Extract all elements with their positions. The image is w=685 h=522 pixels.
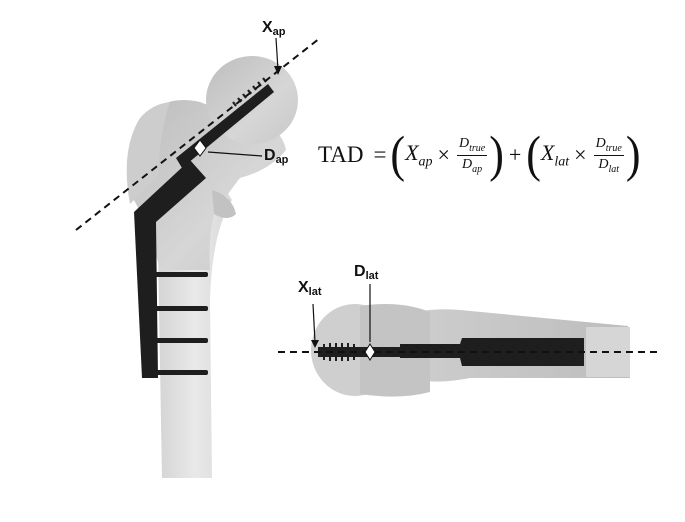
- x-lat-label: Xlat: [298, 279, 322, 298]
- tad-formula: TAD = ( Xap × Dtrue Dap ) + ( Xlat × Dtr…: [318, 120, 678, 190]
- fraction-1-bar: [456, 154, 488, 156]
- formula-close-paren: ): [489, 126, 504, 183]
- formula-lhs: TAD: [318, 142, 364, 167]
- formula-term2-var: Xlat: [540, 139, 570, 170]
- fraction-2-bar: [593, 154, 624, 156]
- formula-times-2: ×: [574, 142, 587, 167]
- d-lat-label: Dlat: [354, 263, 379, 282]
- femur-lateral-view: Xlat Dlat: [278, 263, 662, 397]
- d-ap-marker: [193, 139, 263, 157]
- x-ap-label: Xap: [262, 19, 286, 38]
- cortical-screw: [146, 306, 208, 311]
- lesser-trochanter: [212, 190, 236, 218]
- formula-fraction-2: Dtrue Dlat: [593, 135, 624, 175]
- x-lat-marker: [311, 303, 319, 348]
- lateral-lag-screw: [318, 347, 402, 357]
- formula-term1-var: Xap: [405, 139, 433, 170]
- d-lat-marker: [364, 284, 376, 361]
- d-ap-label: Dap: [264, 147, 289, 166]
- formula-open-paren: (: [390, 126, 406, 183]
- formula-fraction-1: Dtrue Dap: [456, 135, 488, 175]
- cortical-screw: [146, 370, 208, 375]
- formula-plus: +: [508, 142, 522, 167]
- x-ap-marker: [274, 37, 282, 75]
- fraction-1-denominator: Dap: [462, 156, 483, 175]
- formula-open-paren: (: [526, 126, 541, 183]
- femur-ap-view: Xap Dap: [75, 19, 321, 478]
- side-plate: [134, 160, 206, 378]
- fraction-2-numerator: Dtrue: [595, 135, 622, 154]
- greater-trochanter: [126, 102, 170, 204]
- formula-close-paren: ): [625, 126, 641, 183]
- cortical-screws: [146, 272, 208, 375]
- cortical-screw: [146, 338, 208, 343]
- fraction-2-denominator: Dlat: [598, 156, 620, 175]
- formula-times-1: ×: [437, 142, 450, 167]
- fraction-1-numerator: Dtrue: [458, 135, 486, 154]
- formula-equals: =: [373, 142, 387, 167]
- lateral-implant-barrel: [400, 338, 584, 366]
- cortical-screw: [146, 272, 208, 277]
